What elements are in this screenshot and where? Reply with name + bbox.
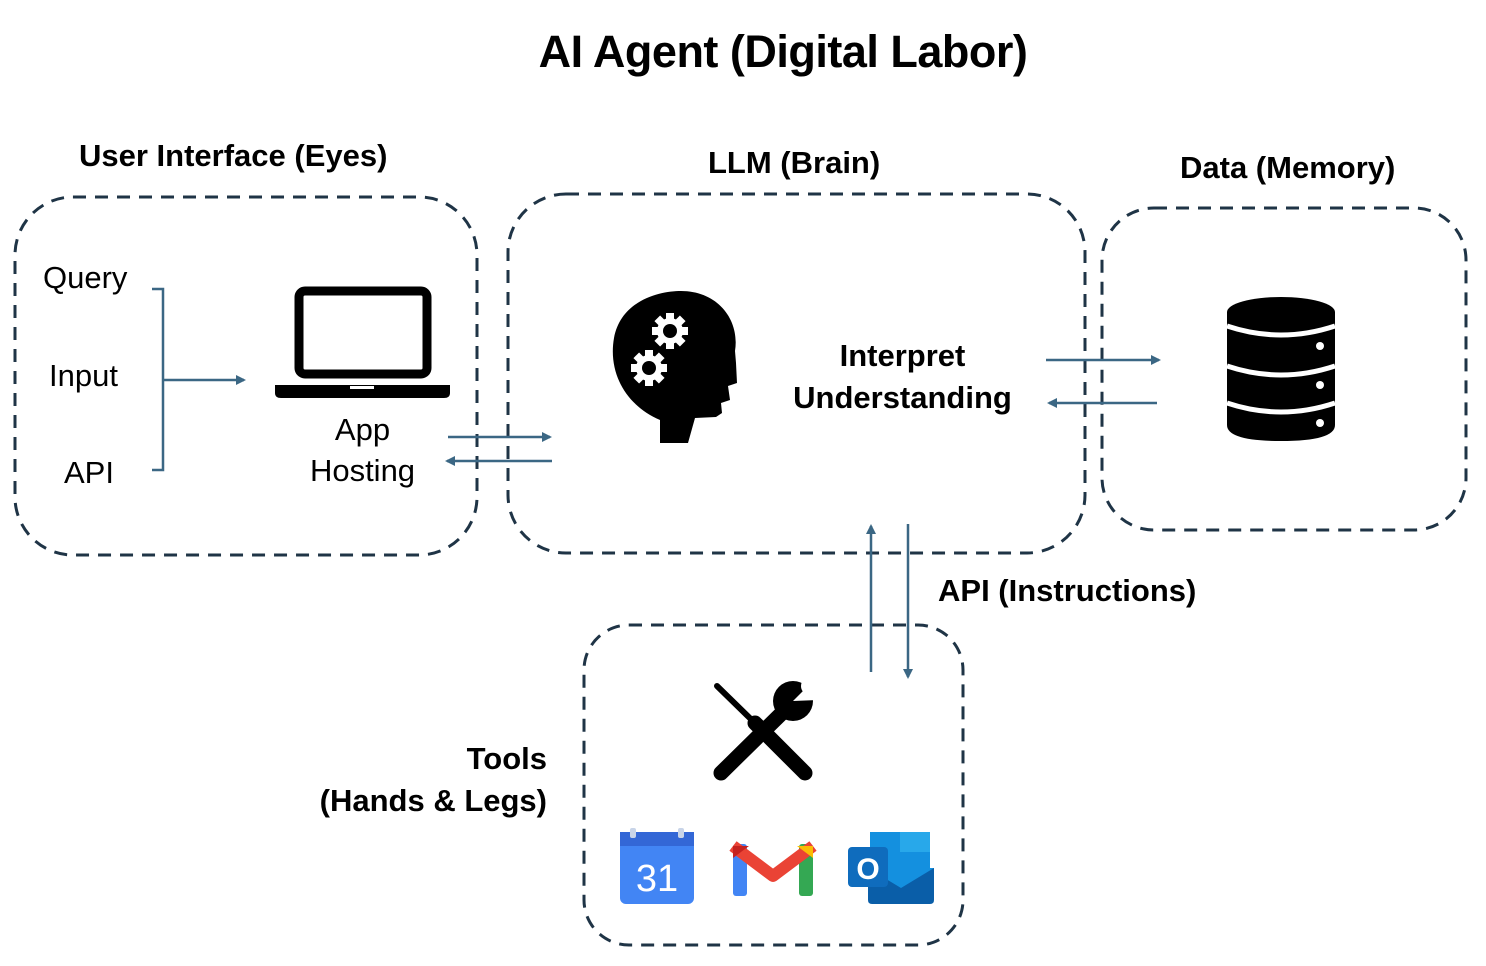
llm-text-line1: Interpret xyxy=(839,338,966,373)
app-hosting-label-line2: Hosting xyxy=(309,453,416,488)
llm-section-box xyxy=(506,192,1087,555)
diagram-title: AI Agent (Digital Labor) xyxy=(538,26,1028,77)
gmail-icon xyxy=(729,841,817,896)
calendar-day-number: 31 xyxy=(636,858,678,900)
input-item-input: Input xyxy=(49,358,118,393)
laptop-icon xyxy=(275,286,450,398)
app-hosting-label-line1: App xyxy=(334,412,391,447)
tools-icon xyxy=(713,676,819,781)
ui-section-label: User Interface (Eyes) xyxy=(79,138,388,173)
tools-label-line1: Tools xyxy=(466,741,547,776)
llm-text-line2: Understanding xyxy=(793,380,1012,415)
database-icon xyxy=(1226,297,1336,441)
head-gears-icon xyxy=(612,291,737,443)
outlook-letter: O xyxy=(856,853,879,886)
input-bracket xyxy=(152,287,165,472)
input-item-query: Query xyxy=(43,260,128,295)
ui-section-box xyxy=(13,195,479,557)
google-calendar-icon: 31 xyxy=(620,828,694,904)
data-section-box xyxy=(1100,206,1468,532)
outlook-icon: O xyxy=(848,832,934,904)
api-label: API (Instructions) xyxy=(938,573,1197,608)
data-section-label: Data (Memory) xyxy=(1180,150,1396,185)
tools-label-line2: (Hands & Legs) xyxy=(319,783,547,818)
llm-section-label: LLM (Brain) xyxy=(708,145,881,180)
input-item-api: API xyxy=(64,455,114,490)
tools-section-box xyxy=(582,623,965,947)
